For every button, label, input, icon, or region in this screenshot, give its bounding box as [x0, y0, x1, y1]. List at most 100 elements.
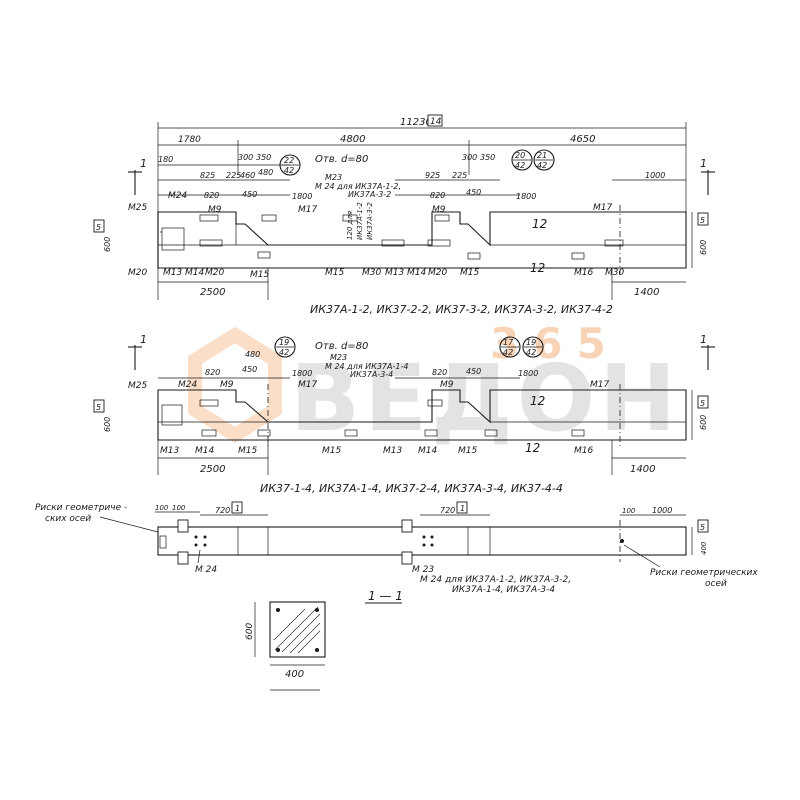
- beam1-label-m16: М16: [574, 268, 593, 278]
- beam1-segment-3: 4650: [570, 134, 595, 145]
- beam1-mark-1-top: 22: [284, 156, 294, 165]
- beam2-m23-label: М23: [330, 353, 347, 362]
- beam2-mark-3-top: 19: [526, 338, 536, 347]
- beam1-bar-note-3: ИК37А-3-2: [366, 202, 374, 240]
- beam2-mark-1-bottom: 42: [279, 348, 289, 357]
- beam2-mark-2-top: 17: [503, 338, 514, 347]
- beam1-dim-300b: 300: [462, 153, 477, 162]
- beam2-mark-2-bottom: 42: [503, 348, 513, 357]
- beam1-left-tag: 5: [96, 223, 101, 232]
- beam2-dim-820b: 820: [432, 368, 447, 377]
- watermark-brand: ВЕДОН: [290, 345, 680, 452]
- beam1-rebar-count-bottom: 12: [530, 261, 545, 275]
- beam2-label-m15: М15: [238, 446, 257, 456]
- section-title: 1 — 1: [368, 589, 403, 603]
- beam2-dim-1800: 1800: [292, 369, 312, 378]
- beam1-dim-225: 225: [226, 171, 241, 180]
- beam2-dim-450b: 450: [466, 367, 481, 376]
- beam1-label-m30: М30: [362, 268, 381, 278]
- beam1-dim-1800b: 1800: [516, 192, 536, 201]
- beam1-bar-note-2: ИК37А-1-2: [356, 202, 364, 240]
- beam1-mark-3-bottom: 42: [537, 161, 547, 170]
- beam1-label-m14: М14: [185, 268, 204, 278]
- watermark-number: 365: [490, 319, 620, 368]
- section-1-1: 1 — 1 600 400: [245, 589, 403, 691]
- beam1-dim-350: 350: [256, 153, 271, 162]
- beam2-hole-note: Отв. d=80: [315, 341, 368, 352]
- plan-left-note-1: Риски геометриче -: [35, 503, 127, 513]
- beam2-label-m9: М9: [220, 380, 234, 390]
- beam2-rebar-count-bottom: 12: [525, 441, 540, 455]
- beam2-height-left: 600: [103, 417, 112, 432]
- plan-left-note-2: ских осей: [45, 514, 91, 524]
- beam1-dim-820: 820: [204, 191, 219, 200]
- plan-dim-1000: 1000: [652, 506, 672, 515]
- beam1-mark-2-bottom: 42: [515, 161, 525, 170]
- watermark: ВЕДОН 365: [188, 319, 680, 452]
- beam1-title: ИК37А-1-2, ИК37-2-2, ИК37-3-2, ИК37А-3-2…: [310, 303, 613, 316]
- beam2-title: ИК37-1-4, ИК37А-1-4, ИК37-2-4, ИК37А-3-4…: [260, 482, 563, 495]
- beam1-section-right: 1: [700, 157, 707, 170]
- beam1-dim-1800: 1800: [292, 192, 312, 201]
- plan-tag-2: 1: [460, 504, 465, 513]
- beam1-dim-825: 825: [200, 171, 215, 180]
- plan-outline: [157, 526, 687, 556]
- section-width: 400: [285, 669, 304, 680]
- beam2-label-m15b: М15: [322, 446, 341, 456]
- beam1-dim-2500: 2500: [200, 287, 225, 298]
- beam2-outline: [157, 389, 687, 441]
- beam2-label-m17b: М17: [590, 380, 609, 390]
- beam2-height: 600: [699, 415, 708, 430]
- beam1-label-m20b: М20: [428, 268, 447, 278]
- beam1-section-left: 1: [140, 157, 147, 170]
- plan-right-note-1: Риски геометрических: [650, 568, 758, 578]
- beam2-dim-820: 820: [205, 368, 220, 377]
- beam2-m24-note-b: ИК37А-3-4: [350, 370, 393, 379]
- beam1-label-m24: М24: [168, 191, 187, 201]
- beam1-segment-1: 1780: [178, 135, 201, 145]
- beam1-label-m13: М13: [163, 268, 182, 278]
- beam1-mark-3-top: 21: [537, 151, 547, 160]
- plan-dim-720: 720: [215, 506, 230, 515]
- beam1-overall-tag: 14: [430, 117, 442, 127]
- beam2-label-m24: М24: [178, 380, 197, 390]
- plan-dim-100b: 100: [172, 504, 186, 512]
- beam1-bar-note-1: 120 для: [346, 211, 354, 240]
- plan-dim-720b: 720: [440, 506, 455, 515]
- beam1-overall-length: 11230: [400, 117, 432, 128]
- beam1-dim-300: 300: [238, 153, 253, 162]
- beam2-label-m13: М13: [160, 446, 179, 456]
- beam1-m24-note-b: ИК37А-3-2: [348, 190, 391, 199]
- beam1-label-m20-mid: М20: [205, 268, 224, 278]
- plan-label-m23: М 23: [412, 565, 434, 575]
- beam2-label-m9b: М9: [440, 380, 454, 390]
- beam1-dim-1400: 1400: [634, 287, 659, 298]
- beam2-dim-1800b: 1800: [518, 369, 538, 378]
- beam1-dim-450: 450: [242, 190, 257, 199]
- beam1-dim-225b: 225: [452, 171, 467, 180]
- beam1-dim-820b: 820: [430, 191, 445, 200]
- beam2-label-m25: М25: [128, 381, 147, 391]
- beam2-dim-450: 450: [242, 365, 257, 374]
- plan-tag-1: 1: [235, 504, 240, 513]
- beam1-dim-180: 180: [158, 155, 173, 164]
- section-outline: [269, 601, 326, 658]
- plan-note-2: ИК37А-1-4, ИК37А-3-4: [452, 585, 555, 595]
- watermark-logo-icon: [188, 326, 282, 444]
- beam1-height: 600: [699, 240, 708, 255]
- beam2-dim-480: 480: [245, 350, 260, 359]
- beam1-rebar-count: 12: [532, 217, 547, 231]
- beam2-section-right: 1: [700, 333, 707, 346]
- beam1-dim-350b: 350: [480, 153, 495, 162]
- beam-2: 1 1 19 42 17 42 19 42 Отв. d=80 М23 М 24…: [93, 333, 715, 495]
- beam2-label-m16: М16: [574, 446, 593, 456]
- plan-label-m24: М 24: [195, 565, 217, 575]
- beam1-label-m17b: М17: [593, 203, 612, 213]
- section-height: 600: [245, 623, 255, 640]
- beam1-dim-925: 925: [425, 171, 440, 180]
- beam1-dim-1000: 1000: [645, 171, 665, 180]
- beam1-dim-450b: 450: [466, 188, 481, 197]
- beam1-mark-2-top: 20: [515, 151, 525, 160]
- beam2-dim-2500: 2500: [200, 464, 225, 475]
